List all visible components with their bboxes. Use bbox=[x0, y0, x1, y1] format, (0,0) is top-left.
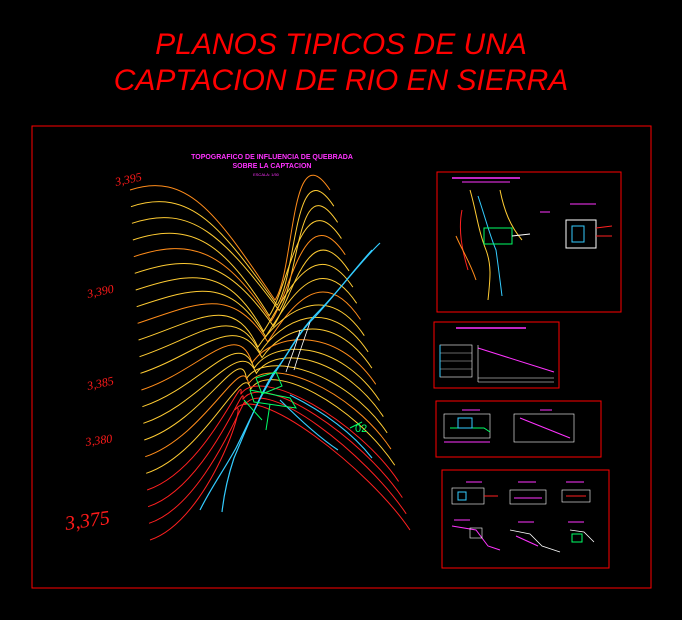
contour-line bbox=[143, 357, 384, 424]
contour-line bbox=[129, 174, 331, 301]
contour-line bbox=[135, 263, 354, 333]
contour-line bbox=[146, 385, 399, 491]
contour-line bbox=[132, 220, 342, 317]
contour-line bbox=[133, 235, 346, 322]
contour-line bbox=[148, 397, 407, 524]
sheet-plan-view bbox=[436, 171, 622, 313]
sheet-longitudinal-profile bbox=[433, 321, 560, 389]
stream-label: 02 bbox=[355, 423, 367, 435]
elevation-label-3395: 3,395 bbox=[113, 170, 143, 190]
contour-line bbox=[147, 391, 403, 508]
topo-heading-line1: TOPOGRAFICO DE INFLUENCIA DE QUEBRADA bbox=[191, 154, 353, 161]
sheet-sections bbox=[435, 400, 602, 458]
page-title-line1: PLANOS TIPICOS DE UNA bbox=[155, 28, 527, 61]
elevation-label-3380: 3,380 bbox=[83, 431, 113, 449]
sheet-details bbox=[441, 469, 610, 569]
contour-line bbox=[139, 317, 369, 358]
contour-line bbox=[134, 249, 350, 328]
contour-line bbox=[146, 379, 396, 474]
topo-scale: ESCALA: 1/50 bbox=[253, 172, 280, 177]
elevation-label-3375: 3,375 bbox=[63, 507, 112, 535]
contour-line bbox=[131, 205, 339, 312]
stream-channel bbox=[199, 242, 381, 513]
contour-lines bbox=[129, 174, 411, 541]
contour-line bbox=[130, 189, 335, 307]
contour-line bbox=[137, 291, 361, 343]
drawing-frame bbox=[31, 125, 652, 589]
captacion-structure bbox=[243, 321, 363, 431]
contour-line bbox=[138, 304, 365, 349]
page-title-line2: CAPTACION DE RIO EN SIERRA bbox=[113, 64, 569, 97]
topo-heading-line2: SOBRE LA CAPTACION bbox=[233, 163, 312, 170]
contour-line bbox=[140, 328, 373, 374]
elevation-label-3385: 3,385 bbox=[85, 374, 115, 394]
elevation-label-3390: 3,390 bbox=[85, 282, 115, 302]
contour-line bbox=[149, 403, 411, 541]
